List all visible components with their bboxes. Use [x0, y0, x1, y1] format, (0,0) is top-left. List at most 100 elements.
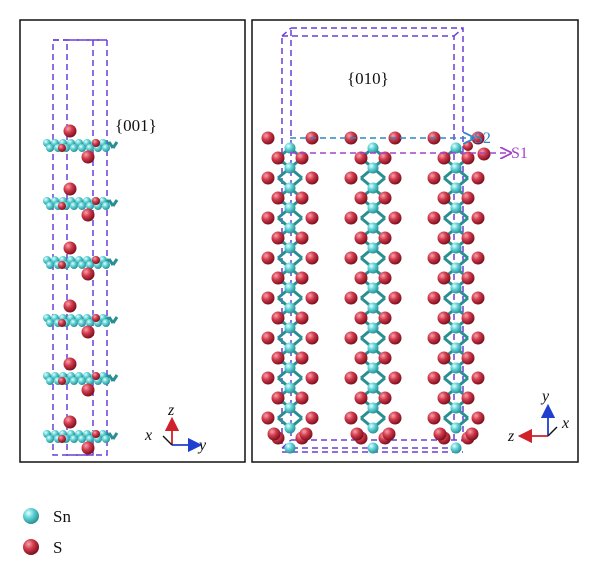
s-atom	[461, 311, 475, 325]
legend-sn-label: Sn	[53, 507, 71, 526]
sn-atom	[86, 319, 94, 327]
s-atom	[427, 211, 441, 225]
s-atom	[92, 256, 100, 264]
right-panel: {010} S2 S1 y z x	[251, 19, 579, 463]
s-atom	[261, 331, 275, 345]
sn-atom	[367, 282, 379, 294]
s-atom	[295, 191, 309, 205]
plane-s2-label: S2	[474, 130, 491, 147]
s-atom	[388, 291, 402, 305]
s-atom	[305, 331, 319, 345]
s-atom	[261, 171, 275, 185]
sns-chain	[261, 131, 319, 454]
s-atom	[433, 427, 447, 441]
s-atom	[463, 141, 473, 151]
s-atom	[437, 151, 451, 165]
s-atom	[261, 411, 275, 425]
sns-layer	[43, 357, 119, 397]
sn-atom	[284, 282, 296, 294]
sn-atom	[450, 402, 462, 414]
s-atom	[271, 391, 285, 405]
sn-atom	[450, 302, 462, 314]
s-atom	[58, 261, 66, 269]
s-atom	[378, 311, 392, 325]
legend-s-label: S	[53, 538, 62, 557]
sns-layer	[43, 182, 119, 222]
right-axis-x-label: x	[561, 415, 569, 432]
legend-item-sn: Sn	[23, 507, 71, 526]
s-atom	[305, 251, 319, 265]
s-atom	[261, 371, 275, 385]
sn-atom	[284, 262, 296, 274]
s-atom	[388, 171, 402, 185]
s-atom	[63, 357, 77, 371]
sn-atom	[450, 202, 462, 214]
sn-atom	[450, 442, 462, 454]
s-atom	[344, 331, 358, 345]
s-atom	[471, 371, 485, 385]
s-atom	[477, 147, 491, 161]
s-atom	[471, 251, 485, 265]
s-atom	[344, 411, 358, 425]
s-atom	[261, 211, 275, 225]
s-atom	[344, 171, 358, 185]
s-atom	[271, 271, 285, 285]
s-atom	[261, 131, 275, 145]
sn-atom	[102, 319, 110, 327]
sn-atom	[86, 435, 94, 443]
s-atom	[427, 331, 441, 345]
s-atom	[271, 351, 285, 365]
s-atom	[461, 271, 475, 285]
s-atom	[58, 144, 66, 152]
sn-atom	[70, 144, 78, 152]
s-atom	[81, 441, 95, 455]
left-atom-layers	[43, 124, 119, 455]
legend-s-swatch	[23, 539, 39, 555]
sns-chain	[427, 131, 485, 454]
s-atom	[378, 191, 392, 205]
s-atom	[354, 311, 368, 325]
s-atom	[437, 351, 451, 365]
s-atom	[461, 151, 475, 165]
sn-atom	[284, 302, 296, 314]
bond	[111, 258, 119, 266]
s-atom	[427, 251, 441, 265]
s-atom	[295, 351, 309, 365]
plane-s1: S1	[290, 145, 528, 162]
sn-atom	[284, 362, 296, 374]
sn-atom	[450, 382, 462, 394]
s-atom	[271, 191, 285, 205]
sn-atom	[367, 202, 379, 214]
sn-atom	[367, 362, 379, 374]
sn-atom	[284, 182, 296, 194]
s-atom	[58, 435, 66, 443]
s-atom	[354, 391, 368, 405]
sn-atom	[450, 342, 462, 354]
s-atom	[295, 231, 309, 245]
sn-atom	[367, 242, 379, 254]
sn-atom	[86, 261, 94, 269]
sn-atom	[284, 422, 296, 434]
s-atom	[295, 271, 309, 285]
sn-atom	[78, 202, 86, 210]
s-atom	[92, 372, 100, 380]
sn-atom	[284, 402, 296, 414]
s-atom	[461, 231, 475, 245]
s-atom	[465, 427, 479, 441]
s-atom	[81, 150, 95, 164]
sn-atom	[450, 142, 462, 154]
s-atom	[295, 391, 309, 405]
sn-atom	[102, 144, 110, 152]
s-atom	[461, 191, 475, 205]
sn-atom	[284, 162, 296, 174]
s-atom	[471, 291, 485, 305]
s-atom	[437, 271, 451, 285]
sn-atom	[102, 377, 110, 385]
s-atom	[378, 151, 392, 165]
sn-atom	[450, 262, 462, 274]
bond	[111, 432, 119, 440]
legend-sn-swatch	[23, 508, 39, 524]
sn-atom	[450, 362, 462, 374]
sn-atom	[70, 377, 78, 385]
s-atom	[388, 331, 402, 345]
